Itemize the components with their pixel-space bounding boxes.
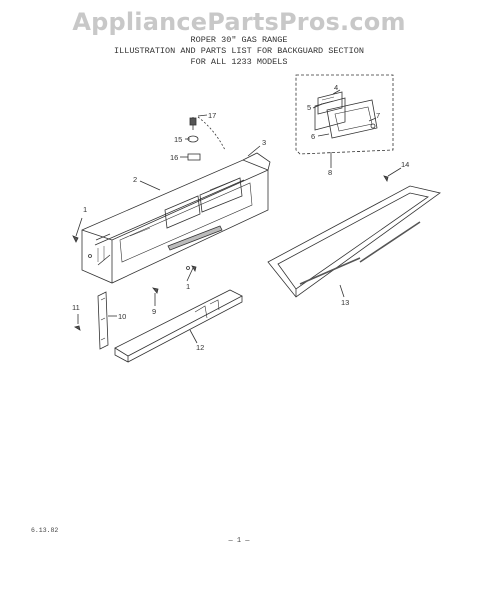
title-line-2: ILLUSTRATION AND PARTS LIST FOR BACKGUAR…: [114, 46, 364, 56]
backguard-panel: [81, 152, 271, 284]
callout-8: 8: [328, 168, 332, 177]
bracket-part-10: [73, 291, 117, 350]
title-line-1: ROPER 30" GAS RANGE: [190, 35, 288, 45]
callout-10: 10: [118, 312, 126, 321]
revision-date: 6.13.82: [31, 527, 59, 534]
callout-1b: 1: [186, 282, 190, 291]
callout-4: 4: [334, 83, 338, 92]
callout-7: 7: [376, 111, 380, 120]
callout-5: 5: [307, 103, 311, 112]
callout-14: 14: [401, 160, 409, 169]
callout-17: 17: [208, 111, 216, 120]
callout-13: 13: [341, 298, 349, 307]
callout-3: 3: [262, 138, 266, 147]
screw-parts-1: [72, 217, 197, 282]
callout-16: 16: [170, 153, 178, 162]
callout-15: 15: [174, 135, 182, 144]
callout-9: 9: [152, 307, 156, 316]
strip-part-12: [114, 289, 243, 363]
page-number: — 1 —: [228, 537, 250, 545]
title-line-3: FOR ALL 1233 MODELS: [190, 57, 288, 67]
inset-box: [295, 74, 394, 155]
control-parts-15-17: [180, 114, 226, 161]
callout-12: 12: [196, 343, 204, 352]
callout-11: 11: [72, 303, 80, 312]
callout-6: 6: [311, 132, 315, 141]
screw-part-14: [383, 167, 402, 183]
watermark: AppliancePartsPros.com: [72, 8, 406, 36]
screw-part-9: [152, 287, 159, 306]
trim-frame-13: [267, 185, 441, 298]
callout-1a: 1: [83, 205, 87, 214]
callout-2: 2: [133, 175, 137, 184]
